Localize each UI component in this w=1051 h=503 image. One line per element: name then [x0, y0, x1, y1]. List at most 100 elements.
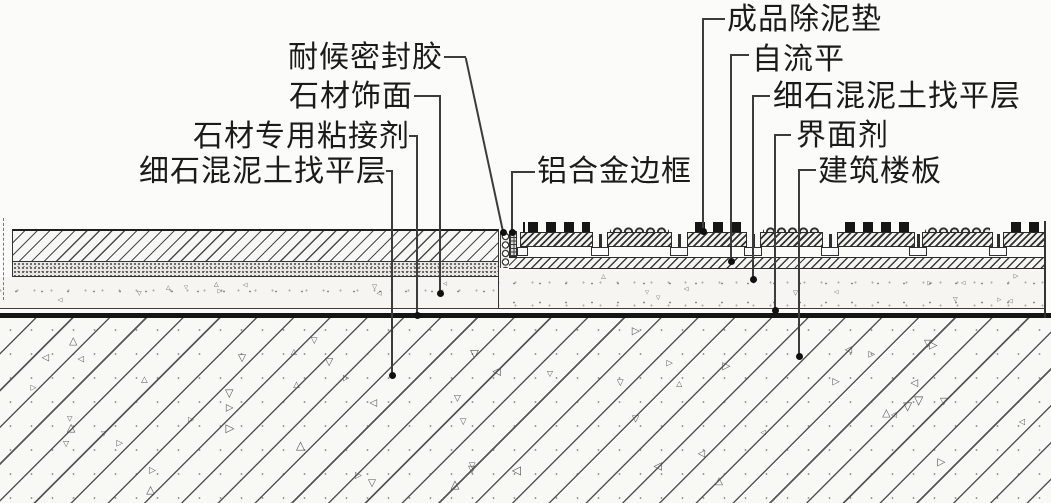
leader-dot-stone-adhesive — [413, 311, 421, 319]
concrete-aggregate-symbol: △ — [843, 345, 854, 354]
leader-dot-floor-slab — [795, 352, 803, 360]
concrete-aggregate-symbol: △ — [488, 367, 503, 376]
concrete-aggregate-symbol: △ — [830, 378, 842, 386]
leader-stone-finish — [414, 95, 441, 97]
leader-aluminum-frame — [511, 171, 513, 230]
mat-support-stem — [598, 234, 602, 248]
concrete-aggregate-symbol: △ — [40, 354, 52, 362]
concrete-aggregate-symbol: △ — [715, 475, 724, 488]
concrete-aggregate-symbol: △ — [926, 280, 934, 286]
mat-scraper-insert — [925, 221, 990, 232]
leader-dot-aluminum-frame — [508, 228, 516, 236]
leader-self-leveling — [730, 54, 732, 260]
stone-adhesive-layer — [12, 262, 498, 277]
concrete-aggregate-symbol: △ — [1012, 273, 1020, 278]
concrete-aggregate-symbol: △ — [166, 284, 171, 291]
leader-floor-slab — [798, 169, 800, 355]
building-floor-slab-layer — [0, 318, 1051, 503]
mat-brush-insert — [1006, 222, 1042, 232]
concrete-leveling-layer-left — [0, 277, 498, 308]
label-entrance-mat: 成品除泥垫 — [727, 3, 882, 36]
mat-brush-insert — [690, 222, 744, 232]
sealant-joint — [500, 232, 509, 268]
concrete-aggregate-symbol: △ — [136, 289, 142, 297]
concrete-aggregate-symbol: △ — [833, 290, 840, 295]
concrete-aggregate-symbol: △ — [183, 284, 188, 291]
mat-support-stem — [996, 234, 1000, 248]
concrete-aggregate-symbol: △ — [601, 273, 606, 281]
concrete-aggregate-symbol: △ — [442, 281, 449, 286]
leader-entrance-mat — [702, 18, 725, 20]
concrete-aggregate-symbol: △ — [889, 411, 899, 418]
label-aluminum-frame: 铝合金边框 — [537, 155, 692, 188]
concrete-aggregate-symbol: △ — [866, 350, 877, 358]
concrete-aggregate-symbol: △ — [720, 362, 733, 371]
label-weatherproof-sealant: 耐候密封胶 — [288, 41, 443, 74]
concrete-aggregate-symbol: △ — [645, 289, 650, 296]
leader-dot-leveling-left — [388, 371, 396, 379]
stone-finish-layer — [12, 229, 498, 262]
mat-support-foot — [909, 247, 927, 256]
concrete-aggregate-symbol: △ — [453, 393, 461, 404]
concrete-aggregate-symbol: △ — [213, 281, 219, 289]
label-self-leveling: 自流平 — [752, 43, 845, 76]
concrete-aggregate-symbol: △ — [629, 326, 642, 335]
stone-end-edge-line — [498, 229, 499, 308]
section-right-cut-line — [1044, 221, 1046, 318]
concrete-aggregate-symbol: △ — [66, 414, 73, 424]
concrete-aggregate-symbol: △ — [146, 482, 155, 496]
leader-weatherproof-sealant — [444, 56, 466, 58]
concrete-aggregate-symbol: △ — [223, 404, 235, 413]
leader-leveling-left — [386, 170, 393, 172]
leader-weatherproof-sealant — [465, 57, 504, 231]
concrete-aggregate-symbol: △ — [75, 356, 86, 363]
concrete-aggregate-symbol: △ — [325, 356, 334, 370]
mat-bar-segment — [760, 232, 823, 247]
label-stone-finish: 石材饰面 — [289, 80, 413, 113]
concrete-aggregate-symbol: △ — [469, 348, 479, 363]
concrete-aggregate-symbol: △ — [1016, 419, 1027, 426]
leader-dot-leveling-right — [749, 275, 757, 283]
mat-bar-segment — [520, 232, 593, 247]
slab-top-line — [0, 313, 1051, 318]
concrete-aggregate-symbol: △ — [115, 439, 126, 447]
concrete-aggregate-symbol: △ — [460, 417, 467, 428]
mat-bar-segment — [687, 232, 747, 247]
leveling-bottom-line — [0, 308, 1045, 309]
leader-leveling-right — [752, 95, 754, 278]
concrete-aggregate-symbol: △ — [290, 346, 297, 356]
leader-leveling-left — [391, 170, 393, 374]
concrete-aggregate-symbol: △ — [367, 477, 376, 490]
concrete-aggregate-symbol: △ — [996, 297, 1003, 302]
concrete-aggregate-symbol: △ — [546, 369, 553, 379]
concrete-aggregate-symbol: △ — [665, 360, 676, 367]
concrete-aggregate-symbol: △ — [101, 429, 107, 439]
concrete-aggregate-symbol: △ — [656, 294, 661, 301]
mat-support-stem — [916, 234, 920, 248]
mat-brush-insert — [840, 222, 912, 232]
concrete-aggregate-symbol: △ — [310, 336, 318, 347]
concrete-aggregate-symbol: △ — [903, 400, 913, 415]
concrete-aggregate-symbol: △ — [225, 387, 234, 401]
concrete-aggregate-symbol: △ — [617, 377, 624, 388]
leader-stone-adhesive — [416, 135, 418, 314]
mat-brush-insert — [523, 222, 590, 232]
leader-stone-adhesive — [409, 135, 418, 137]
leader-interface-agent — [775, 134, 791, 136]
mat-scraper-insert — [610, 221, 669, 232]
mat-bar-segment — [1003, 232, 1045, 247]
leader-dot-self-leveling — [727, 257, 735, 265]
leader-interface-agent — [774, 134, 776, 309]
concrete-aggregate-symbol: △ — [69, 334, 78, 348]
concrete-aggregate-symbol: △ — [296, 438, 305, 453]
mat-support-foot — [989, 247, 1007, 256]
concrete-aggregate-symbol: △ — [927, 341, 941, 350]
aluminum-edge-frame-foot — [517, 247, 528, 256]
concrete-aggregate-symbol: △ — [935, 458, 948, 467]
section-left-break-line — [3, 218, 4, 300]
leader-stone-finish — [439, 95, 441, 292]
leader-self-leveling — [730, 54, 749, 56]
concrete-aggregate-symbol: △ — [508, 466, 523, 476]
concrete-aggregate-symbol: △ — [367, 399, 379, 407]
